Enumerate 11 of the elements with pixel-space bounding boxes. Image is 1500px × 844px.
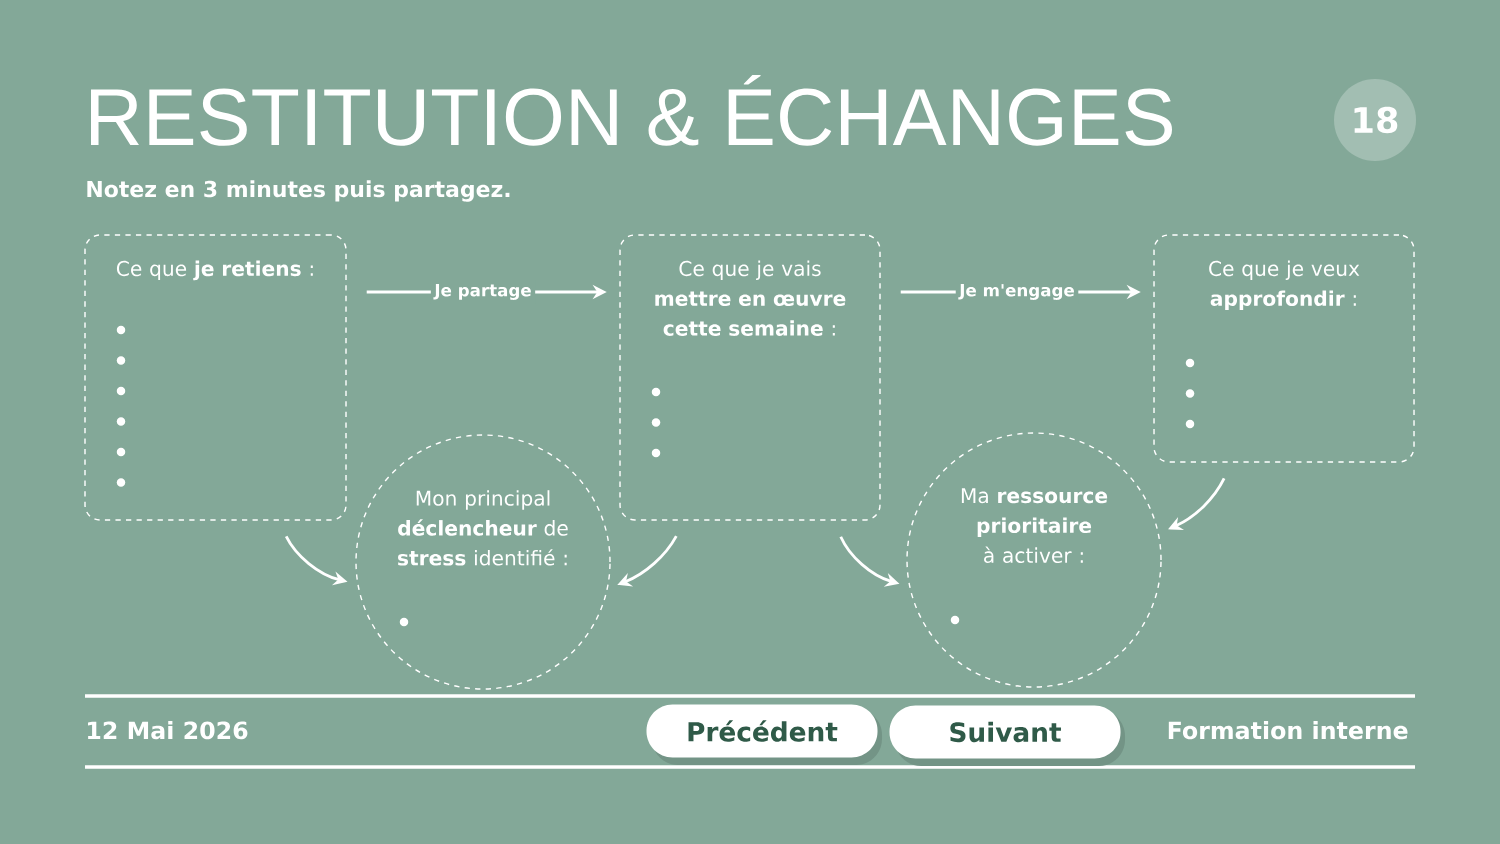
dashed-box: Ce que je retiens : (84, 234, 347, 521)
date-text: 12 Mai 2026 (88, 721, 248, 740)
slide-title: RESTITUTION & ÉCHANGES (91, 74, 1172, 146)
page-number-badge: 18 (1334, 79, 1416, 161)
dashed-box: Ce que je vais mettre en œuvre cette semaine : (619, 234, 881, 521)
nav-button: Précédent (646, 704, 882, 765)
footer-text: Formation interne (1168, 721, 1408, 740)
dashed-box: Ce que je veux approfondir : (1153, 234, 1415, 463)
edge-label: Je m'engage (955, 280, 1079, 304)
subtitle: Notez en 3 minutes puis partagez. (87, 180, 510, 202)
nav-button: Suivant (889, 705, 1125, 766)
